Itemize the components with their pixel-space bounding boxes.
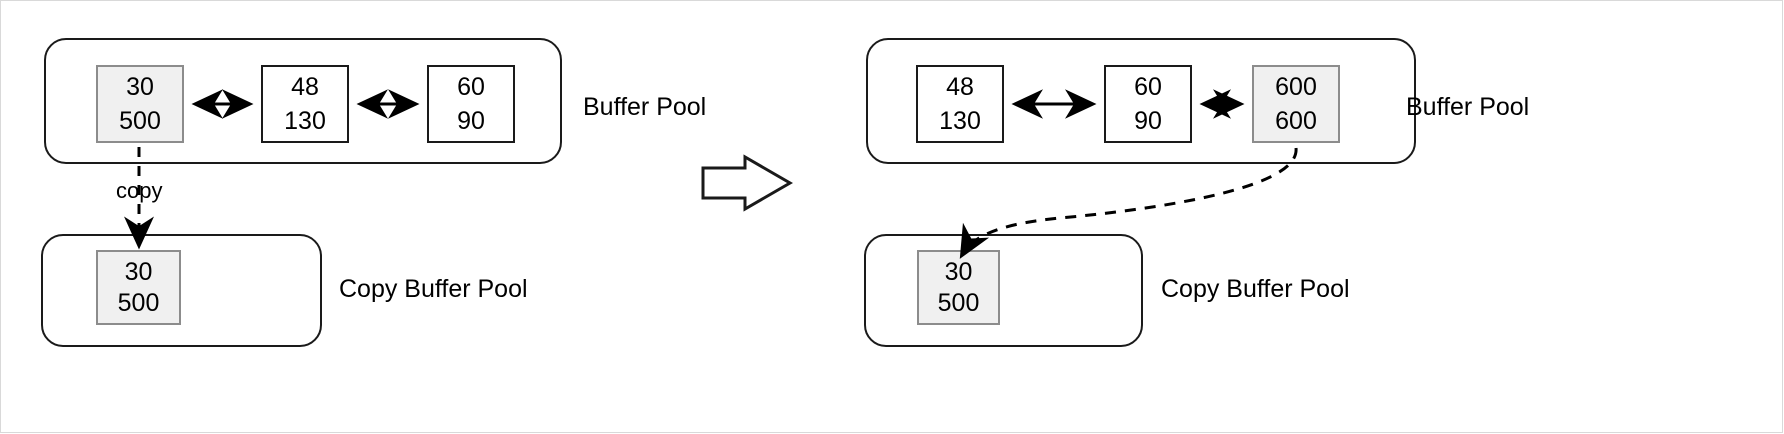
right-bp-node-2-top: 600 bbox=[1275, 73, 1317, 101]
right-cbp-node-0-bottom: 500 bbox=[937, 289, 980, 317]
left-bp-node-2-top: 60 bbox=[457, 73, 485, 101]
right-cbp-node-0[interactable]: 30 500 bbox=[917, 250, 1000, 325]
left-bp-node-1-top: 48 bbox=[291, 73, 319, 101]
right-bp-node-1-bottom: 90 bbox=[1134, 107, 1162, 135]
right-bp-node-2[interactable]: 600 600 bbox=[1252, 65, 1340, 143]
right-bp-node-2-bottom: 600 bbox=[1275, 107, 1317, 135]
left-bp-node-0-bottom: 500 bbox=[119, 107, 161, 135]
right-bp-node-1[interactable]: 60 90 bbox=[1104, 65, 1192, 143]
right-bp-node-0-bottom: 130 bbox=[939, 107, 981, 135]
right-copy-buffer-pool-container bbox=[864, 234, 1143, 347]
right-buffer-pool-label: Buffer Pool bbox=[1406, 93, 1530, 121]
left-bp-node-0-top: 30 bbox=[126, 73, 154, 101]
left-cbp-node-0-top: 30 bbox=[124, 258, 153, 286]
left-bp-node-2-bottom: 90 bbox=[457, 107, 485, 135]
right-bp-node-1-top: 60 bbox=[1134, 73, 1162, 101]
left-copy-edge-label: copy bbox=[116, 178, 163, 203]
left-bp-node-0[interactable]: 30 500 bbox=[96, 65, 184, 143]
right-cbp-node-0-top: 30 bbox=[944, 258, 973, 286]
left-cbp-node-0[interactable]: 30 500 bbox=[96, 250, 181, 325]
left-copy-buffer-pool-label: Copy Buffer Pool bbox=[339, 275, 528, 303]
left-copy-buffer-pool-container bbox=[41, 234, 322, 347]
right-bp-node-0-top: 48 bbox=[946, 73, 974, 101]
left-bp-node-1-bottom: 130 bbox=[284, 107, 326, 135]
left-buffer-pool-label: Buffer Pool bbox=[583, 93, 707, 121]
left-cbp-node-0-bottom: 500 bbox=[117, 289, 160, 317]
left-bp-node-1[interactable]: 48 130 bbox=[261, 65, 349, 143]
left-bp-node-2[interactable]: 60 90 bbox=[427, 65, 515, 143]
right-bp-node-0[interactable]: 48 130 bbox=[916, 65, 1004, 143]
right-copy-buffer-pool-label: Copy Buffer Pool bbox=[1161, 275, 1350, 303]
